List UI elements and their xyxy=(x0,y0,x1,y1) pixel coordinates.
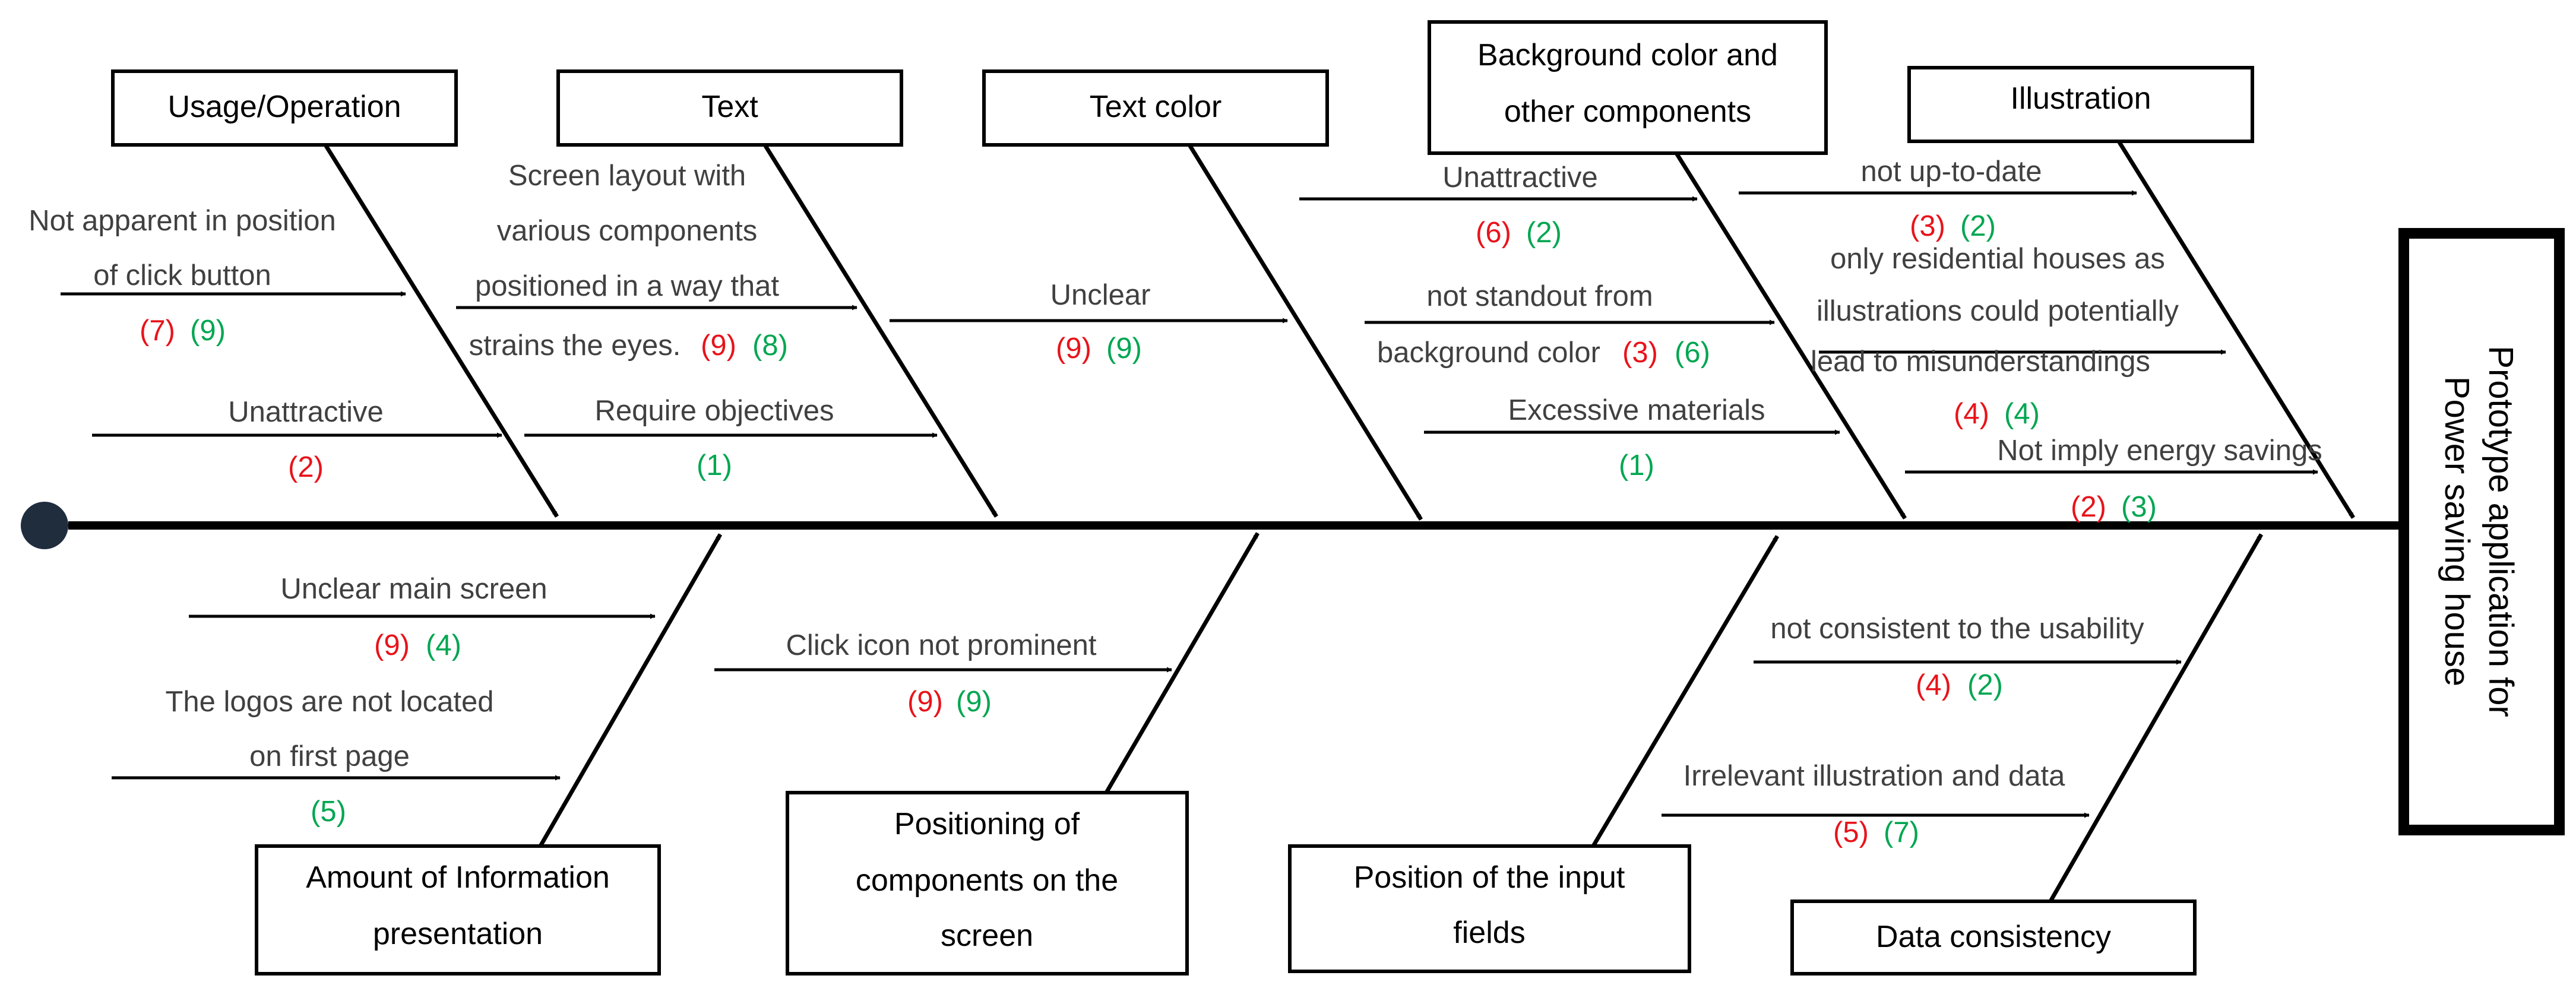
svg-text:Unattractive: Unattractive xyxy=(228,396,383,428)
cause-bg-2: not standout from background color (3) (… xyxy=(1365,280,1775,369)
svg-text:(9): (9) xyxy=(907,686,943,718)
category-positioning-line-3: screen xyxy=(941,919,1033,953)
bone-text: Text xyxy=(556,69,998,518)
cause-pos-1: Click icon not prominent (9) (9) xyxy=(714,629,1172,718)
svg-text:only residential houses as: only residential houses as xyxy=(1830,243,2165,275)
bone-illustration: Illustration xyxy=(1907,66,2355,519)
category-amount-line-2: presentation xyxy=(373,917,543,951)
category-data-consistency: Data consistency xyxy=(1876,920,2111,954)
effect-box: Prototype application for Power saving h… xyxy=(2398,228,2565,835)
svg-text:(7): (7) xyxy=(1884,816,1919,848)
svg-text:(9): (9) xyxy=(1056,332,1091,365)
svg-text:(1): (1) xyxy=(697,449,732,482)
cause-ill-1: not up-to-date (3) (2) xyxy=(1739,156,2137,242)
svg-text:(7): (7) xyxy=(140,315,175,347)
svg-text:(9): (9) xyxy=(190,315,226,347)
svg-text:not up-to-date: not up-to-date xyxy=(1860,156,2042,188)
svg-text:(9): (9) xyxy=(701,330,736,362)
svg-text:Unclear: Unclear xyxy=(1050,279,1151,311)
bone-data-consistency: Data consistency xyxy=(1790,533,2264,976)
svg-text:(3): (3) xyxy=(1910,210,1945,242)
effect-title-line-1: Prototype application for xyxy=(2482,346,2520,717)
svg-text:(2): (2) xyxy=(288,451,324,483)
svg-text:(4): (4) xyxy=(1916,669,1951,701)
category-background-line-1: Background color and xyxy=(1477,38,1778,72)
category-input-fields-line-2: fields xyxy=(1453,916,1525,950)
svg-text:(5): (5) xyxy=(311,796,346,828)
cause-color-1: Unclear (9) (9) xyxy=(890,279,1288,365)
svg-text:illustrations could potentiall: illustrations could potentially xyxy=(1817,295,2179,327)
svg-text:The logos are not located: The logos are not located xyxy=(166,686,494,718)
svg-text:(6): (6) xyxy=(1476,217,1511,249)
svg-text:Click icon not prominent: Click icon not prominent xyxy=(786,629,1097,661)
cause-bg-3: Excessive materials (1) xyxy=(1424,394,1840,482)
bone-positioning: Positioning of components on the screen xyxy=(786,532,1260,976)
cause-text-2: Require objectives (1) xyxy=(524,395,938,482)
svg-text:(3): (3) xyxy=(2121,491,2157,523)
svg-text:not consistent to the usabilit: not consistent to the usability xyxy=(1770,613,2144,645)
svg-text:(2): (2) xyxy=(1967,669,2003,701)
effect-title-line-2: Power saving house xyxy=(2438,376,2476,686)
svg-text:not standout from: not standout from xyxy=(1426,280,1653,312)
svg-text:Unattractive: Unattractive xyxy=(1442,161,1597,194)
cause-dc-1: not consistent to the usability (4) (2) xyxy=(1754,613,2182,701)
cause-amount-1: Unclear main screen (9) (4) xyxy=(189,573,656,661)
svg-text:(2): (2) xyxy=(1960,210,1996,242)
bone-input-fields: Position of the input fields xyxy=(1288,535,1780,973)
category-usage-operation: Usage/Operation xyxy=(167,90,401,124)
svg-text:Not apparent in position: Not apparent in position xyxy=(29,205,336,237)
category-text-color: Text color xyxy=(1090,90,1222,124)
bone-amount-information: Amount of Information presentation xyxy=(255,533,723,976)
svg-text:positioned in a way that: positioned in a way that xyxy=(475,270,779,302)
bone-text-color: Text color xyxy=(982,69,1423,521)
svg-text:Unclear main screen: Unclear main screen xyxy=(280,573,547,605)
category-positioning-line-2: components on the xyxy=(856,863,1118,898)
svg-text:(4): (4) xyxy=(2004,398,2040,430)
svg-text:(6): (6) xyxy=(1675,337,1710,369)
svg-text:on first page: on first page xyxy=(249,740,410,772)
cause-usage-1: Not apparent in position of click button… xyxy=(29,205,406,347)
cause-amount-2: The logos are not located on first page … xyxy=(112,686,561,828)
bone-usage-operation: Usage/Operation xyxy=(111,69,559,518)
svg-text:(8): (8) xyxy=(752,330,788,362)
svg-text:(9): (9) xyxy=(1106,332,1142,365)
category-amount-line-1: Amount of Information xyxy=(306,860,610,895)
cause-ill-2: only residential houses as illustrations… xyxy=(1811,243,2226,430)
cause-dc-2: Irrelevant illustration and data (5) (7) xyxy=(1662,760,2090,848)
svg-text:(3): (3) xyxy=(1622,337,1658,369)
category-illustration: Illustration xyxy=(2011,81,2151,116)
svg-text:Require objectives: Require objectives xyxy=(594,395,834,427)
cause-ill-3: Not imply energy savings (2) (3) xyxy=(1905,435,2322,523)
svg-text:strains the eyes.: strains the eyes. xyxy=(469,330,681,362)
svg-text:(5): (5) xyxy=(1833,816,1869,848)
svg-text:(1): (1) xyxy=(1619,449,1654,482)
svg-text:of click button: of click button xyxy=(93,259,271,292)
cause-usage-2: Unattractive (2) xyxy=(92,396,502,483)
svg-text:(2): (2) xyxy=(1526,217,1562,249)
spine-start-dot xyxy=(21,502,68,549)
category-text: Text xyxy=(701,90,758,124)
category-positioning-line-1: Positioning of xyxy=(894,807,1080,841)
svg-text:(4): (4) xyxy=(426,629,461,661)
svg-text:Not imply energy savings: Not imply energy savings xyxy=(1997,435,2322,467)
cause-text-1: Screen layout with various components po… xyxy=(456,160,857,362)
svg-text:Screen layout with: Screen layout with xyxy=(508,160,746,192)
svg-text:background color: background color xyxy=(1377,337,1600,369)
svg-text:(4): (4) xyxy=(1954,398,1989,430)
bone-background: Background color and other components xyxy=(1428,20,1907,520)
svg-text:lead to misunderstandings: lead to misunderstandings xyxy=(1811,346,2150,378)
category-background-line-2: other components xyxy=(1504,94,1751,129)
svg-text:Irrelevant illustration and da: Irrelevant illustration and data xyxy=(1683,760,2066,792)
svg-text:various components: various components xyxy=(497,215,758,247)
svg-text:(9): (9) xyxy=(374,629,410,661)
svg-text:(2): (2) xyxy=(2071,491,2106,523)
cause-bg-1: Unattractive (6) (2) xyxy=(1299,161,1698,249)
category-input-fields-line-1: Position of the input xyxy=(1354,860,1625,895)
svg-text:Excessive materials: Excessive materials xyxy=(1508,394,1765,426)
svg-text:(9): (9) xyxy=(956,686,992,718)
